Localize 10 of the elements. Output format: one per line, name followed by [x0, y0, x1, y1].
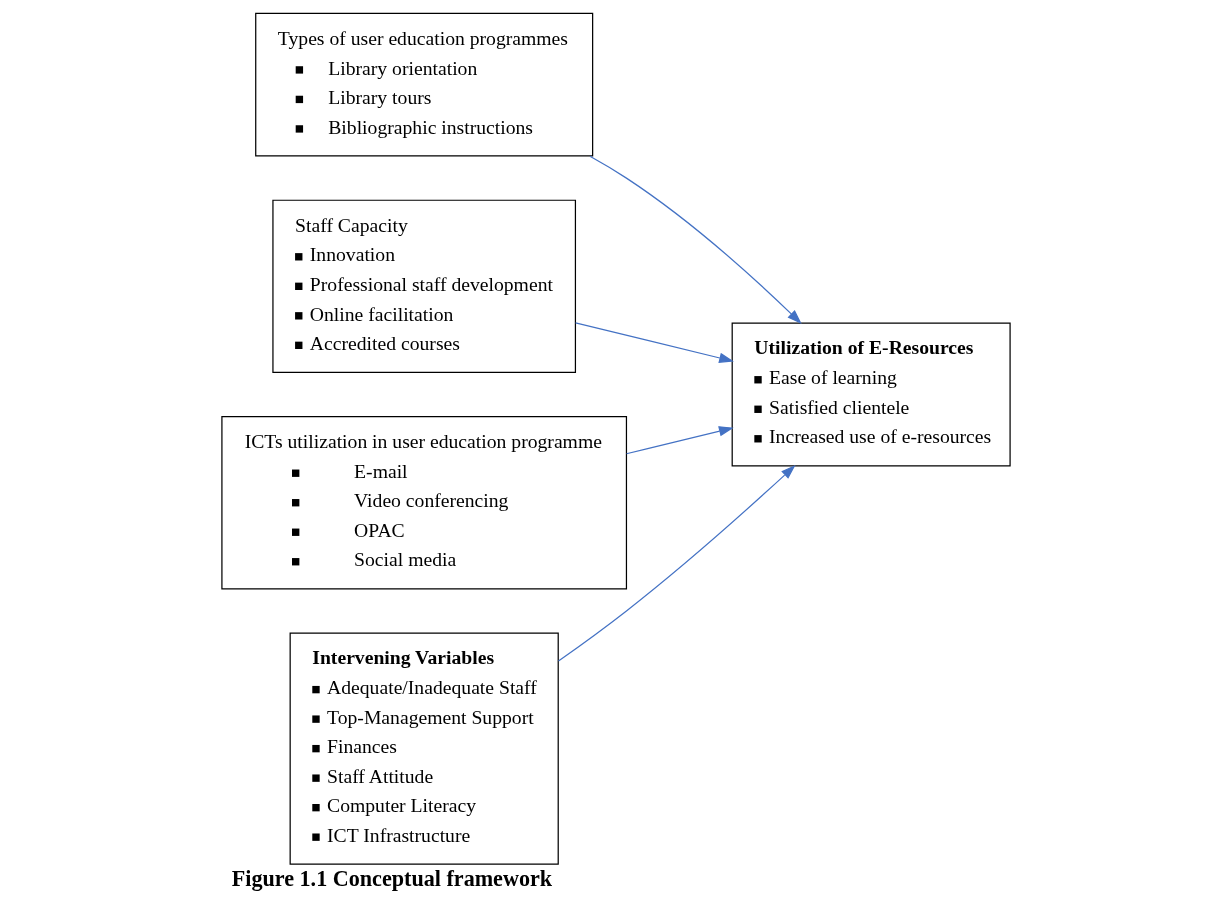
arrow	[589, 155, 802, 325]
arrow	[557, 465, 796, 662]
node-box: Types of user education programmes Library orientation Library tours Bibliographic instructions	[255, 12, 594, 157]
caption: Figure 1.1 Conceptual framework	[231, 865, 553, 891]
node-box: Staff Capacity Innovation Professional staff development Online facilitation Accredited courses	[272, 199, 577, 373]
node-box: ICTs utilization in user education programme E-mail Video conferencing OPAC Social media	[221, 416, 628, 590]
arrow	[575, 322, 734, 363]
arrow	[625, 426, 734, 455]
node-box: Utilization of E-Resources Ease of learning Satisfied clientele Increased use of e-resources	[731, 322, 1011, 467]
node-box: Intervening Variables Adequate/Inadequate Staff Top-Management Support Finances Staff Attitude Computer Literacy ICT Infrastructure	[289, 632, 559, 865]
